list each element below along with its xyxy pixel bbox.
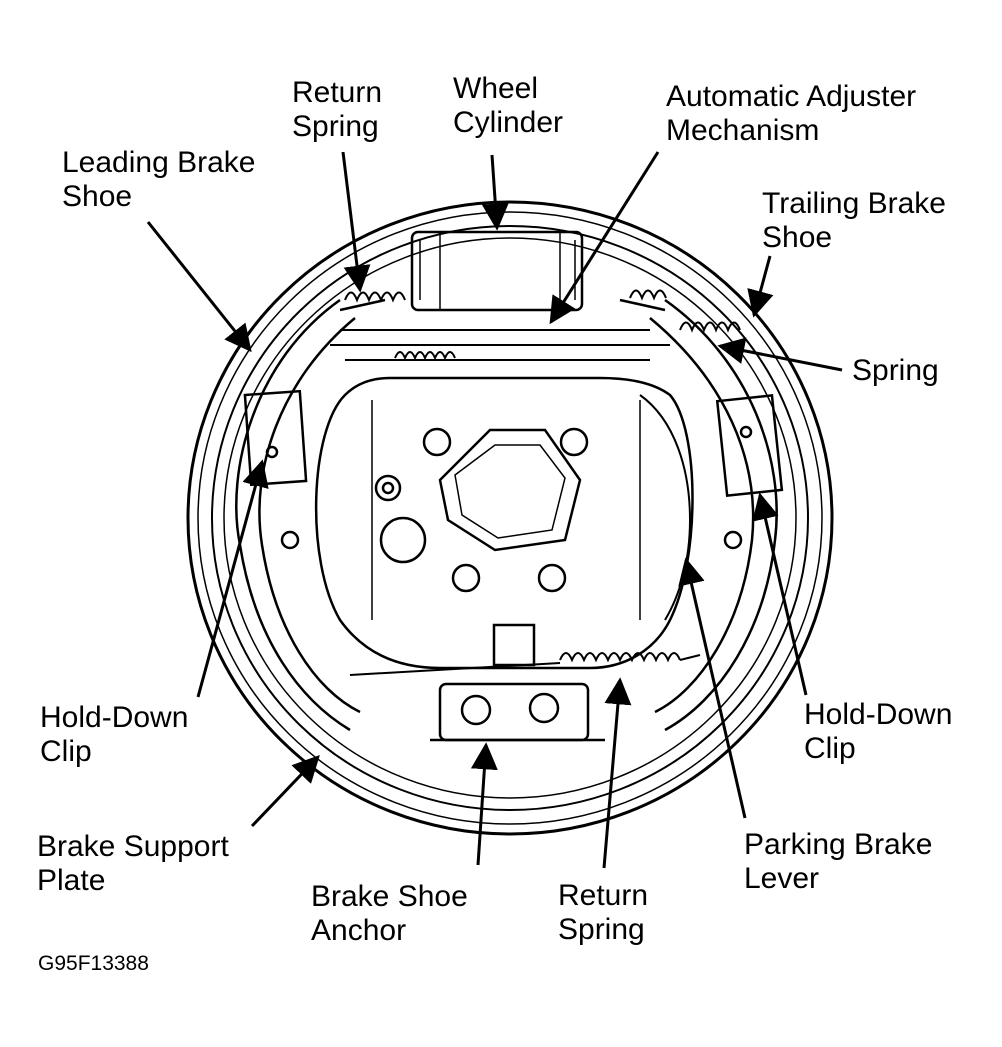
label-line: Brake Shoe [311, 880, 468, 913]
label-line: Trailing Brake [762, 187, 946, 220]
label-leading-brake-shoe: Leading Brake Shoe [62, 146, 255, 214]
label-line: Spring [292, 110, 379, 143]
leader-spring [717, 337, 843, 372]
label-hold-down-clip-left: Hold-Down Clip [40, 701, 188, 769]
label-line: Cylinder [453, 106, 564, 139]
label-spring: Spring [852, 354, 939, 388]
label-wheel-cylinder: Wheel Cylinder [453, 72, 563, 140]
label-line: Leading Brake [62, 146, 256, 179]
leader-brake-shoe-anchor [470, 742, 498, 866]
label-line: Plate [37, 864, 106, 897]
label-line: Shoe [62, 180, 133, 213]
label-return-spring-top: Return Spring [292, 76, 382, 144]
label-line: Wheel [453, 72, 539, 105]
label-line: Return [558, 879, 649, 912]
brake-support-plate [186, 200, 834, 836]
label-line: Shoe [762, 221, 833, 254]
springs [344, 289, 741, 676]
hold-down-clips [243, 389, 784, 498]
leader-lines [146, 151, 843, 869]
parking-brake-lever [639, 394, 692, 621]
leader-parking-brake-lever [678, 557, 747, 819]
leader-leading-brake-shoe [146, 221, 252, 353]
leader-wheel-cylinder [481, 154, 509, 231]
label-line: Clip [40, 735, 92, 768]
label-line: Hold-Down [40, 701, 189, 734]
label-parking-brake-lever: Parking Brake Lever [744, 828, 932, 896]
leader-hold-down-right [752, 492, 808, 696]
leader-trailing-brake-shoe [747, 255, 774, 318]
label-trailing-brake-shoe: Trailing Brake Shoe [762, 187, 946, 255]
label-line: Spring [852, 354, 939, 387]
label-line: Brake Support [37, 830, 229, 863]
label-brake-support-plate: Brake Support Plate [37, 830, 229, 898]
leader-automatic-adjuster [549, 151, 660, 325]
label-hold-down-clip-right: Hold-Down Clip [804, 698, 952, 766]
leader-return-spring-bottom [602, 677, 632, 869]
label-line: Parking Brake [744, 828, 933, 861]
label-line: Spring [558, 913, 645, 946]
figure-code: G95F13388 [38, 952, 149, 975]
label-line: Return [292, 76, 383, 109]
label-line: Lever [744, 862, 820, 895]
wheel-cylinder [330, 230, 670, 361]
label-return-spring-bottom: Return Spring [558, 879, 648, 947]
leader-brake-support-plate [250, 755, 320, 828]
brake-shoes [235, 298, 778, 732]
label-line: Mechanism [666, 114, 820, 147]
hub-plate [280, 376, 743, 670]
label-line: Anchor [311, 914, 407, 947]
label-line: Clip [804, 732, 856, 765]
leader-hold-down-left [196, 459, 269, 698]
brake-shoe-anchor [430, 682, 605, 742]
label-line: Automatic Adjuster [666, 80, 917, 113]
label-brake-shoe-anchor: Brake Shoe Anchor [311, 880, 468, 948]
label-automatic-adjuster: Automatic Adjuster Mechanism [666, 80, 916, 148]
label-line: Hold-Down [804, 698, 953, 731]
leader-return-spring-top [341, 151, 371, 293]
